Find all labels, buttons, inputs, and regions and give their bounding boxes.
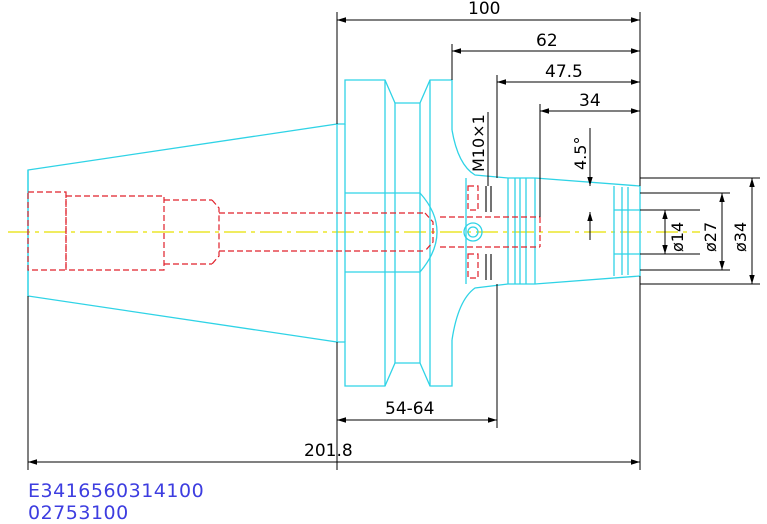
dim-angle: 4.5° xyxy=(571,137,590,170)
dimension-lines xyxy=(27,12,760,470)
dim-thread: M10×1 xyxy=(469,114,488,172)
dim-dia34: ø34 xyxy=(731,222,750,252)
dim-201-8: 201.8 xyxy=(304,441,353,461)
dim-dia27: ø27 xyxy=(701,222,720,252)
hidden-bore-lines xyxy=(27,185,541,279)
dim-62: 62 xyxy=(536,31,558,51)
part-code: E3416560314100 xyxy=(28,480,205,502)
dim-34: 34 xyxy=(579,91,601,111)
dim-47-5: 47.5 xyxy=(545,62,583,82)
dim-54-64: 54-64 xyxy=(385,399,434,419)
part-number: 02753100 xyxy=(28,502,129,524)
dim-dia14: ø14 xyxy=(668,222,687,252)
thread-marks xyxy=(485,186,492,280)
dim-100: 100 xyxy=(468,0,500,19)
holder-outline xyxy=(27,79,641,387)
